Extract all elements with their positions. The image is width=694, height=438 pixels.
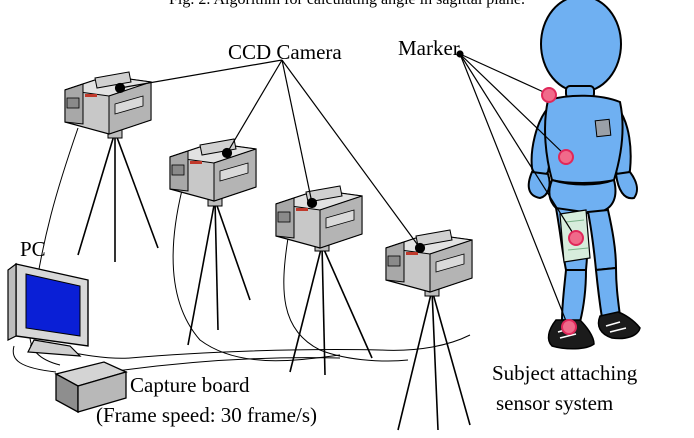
tripod-icon: [77, 127, 159, 262]
ccd-camera-icon: [169, 138, 257, 202]
subject-label-line2: sensor system: [496, 391, 613, 415]
ccd-camera-3: [275, 185, 373, 376]
capture-board-label: Capture board: [130, 373, 250, 397]
pc-label: PC: [20, 237, 46, 261]
reflective-marker-icon: [541, 87, 584, 335]
desktop-computer-icon: [7, 262, 89, 357]
ccd-camera-1: [64, 71, 159, 262]
chest-sensor-pad: [594, 118, 612, 138]
ccd-camera-label: CCD Camera: [228, 40, 342, 64]
human-figure-icon: [527, 0, 638, 324]
ccd-camera-4: [385, 229, 473, 431]
ccd-camera-icon: [64, 71, 152, 135]
ccd-camera-2: [169, 138, 257, 346]
cable-lines: [12, 127, 471, 373]
ccd-camera-icon: [385, 229, 473, 293]
tripod-icon: [187, 195, 251, 346]
capture-board-icon: [54, 361, 128, 414]
ccd-camera-pointers: [114, 59, 426, 254]
tripod-icon: [397, 285, 471, 431]
subject-label-line1: Subject attaching: [492, 361, 638, 385]
frame-speed-label: (Frame speed: 30 frame/s): [96, 403, 317, 427]
figure-caption: Fig. 2. Algorithm for calculating angle …: [169, 0, 525, 8]
ccd-camera-icon: [275, 185, 363, 249]
marker-label: Marker: [398, 36, 460, 60]
marker-pointers: [456, 50, 577, 327]
tripod-icon: [289, 240, 373, 376]
